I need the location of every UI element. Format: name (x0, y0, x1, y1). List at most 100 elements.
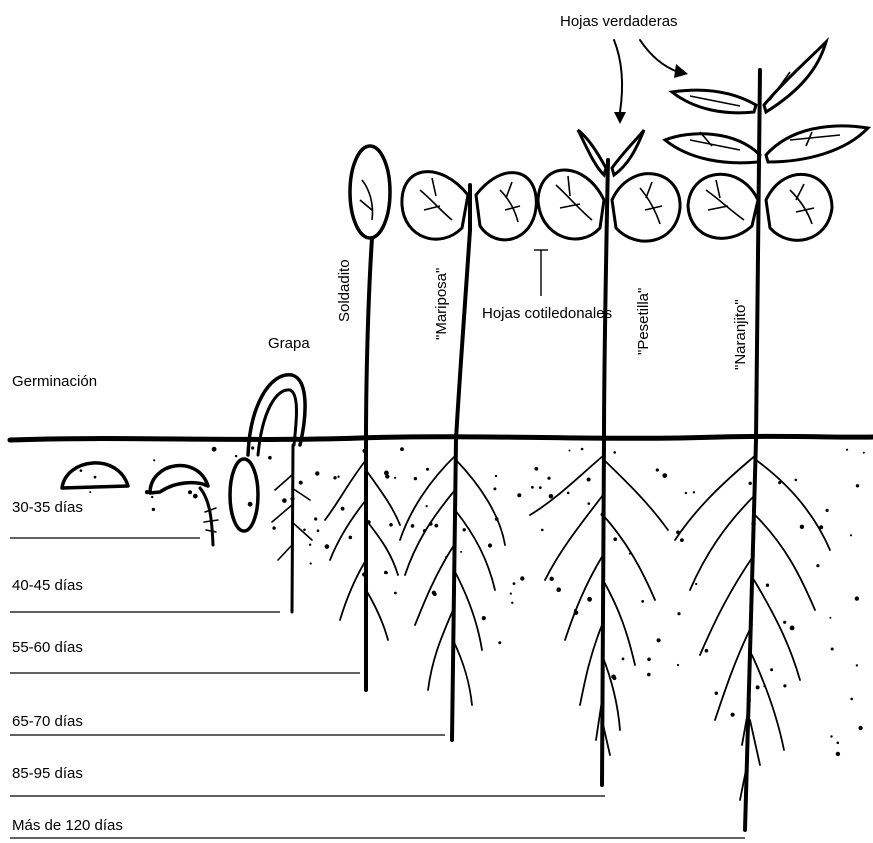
soil-dot (314, 517, 317, 520)
soil-dot (613, 451, 616, 454)
soil-dot (341, 507, 345, 511)
soil-dot (251, 446, 254, 449)
soil-dot (831, 648, 834, 651)
soil-dot (534, 467, 538, 471)
soil-dot (588, 502, 591, 505)
soil-dot (349, 536, 353, 540)
soil-dot (677, 612, 680, 615)
soil-dot (856, 664, 858, 666)
soil-dot (152, 508, 155, 511)
soil-dot (310, 562, 312, 564)
soil-dot (756, 685, 760, 689)
soil-dot (693, 491, 695, 493)
soil-dot (829, 617, 831, 619)
soil-dot (433, 592, 437, 596)
soil-dot (517, 493, 521, 497)
soil-dot (541, 529, 544, 532)
soil-dot (647, 658, 651, 662)
soil-dot (856, 484, 859, 487)
soil-dot (731, 713, 735, 717)
soil-dot (511, 602, 513, 604)
soil-dot (414, 477, 417, 480)
cotyledon-pointer (534, 250, 548, 296)
seed-stage-1 (62, 463, 128, 488)
soil-dot (463, 528, 466, 531)
soil-dot (495, 475, 497, 477)
soil-dot (248, 502, 253, 507)
soil-dot (272, 526, 275, 529)
soil-dot (550, 577, 554, 581)
soil-dot (394, 477, 396, 479)
soil-dot (303, 529, 306, 532)
label-grapa: Grapa (268, 335, 310, 352)
soil-dot (400, 447, 404, 451)
soil-dot (647, 673, 651, 677)
soil-dot (830, 735, 832, 737)
soil-dot (855, 596, 859, 600)
soil-dot (850, 534, 852, 536)
soil-dot (282, 498, 287, 503)
label-pesetilla: "Pesetilla" (635, 288, 652, 355)
soil-dot (333, 476, 336, 479)
soil-dot (587, 478, 591, 482)
ground-line (10, 436, 873, 440)
period-label: 30-35 días (12, 499, 83, 516)
pesetilla-seedling (530, 130, 680, 785)
soil-dot (783, 621, 786, 624)
soil-dot (783, 684, 786, 687)
soil-dot (587, 597, 592, 602)
soil-dot (426, 505, 428, 507)
soil-dot (581, 448, 584, 451)
soil-dot (493, 487, 496, 490)
soil-dot (695, 583, 697, 585)
label-naranjito: "Naranjito" (732, 299, 749, 370)
soil-dot (389, 523, 393, 527)
soil-dot (151, 496, 153, 498)
label-true-leaves: Hojas verdaderas (560, 13, 678, 30)
soil-dot (498, 641, 501, 644)
soil-dot (859, 726, 863, 730)
soil-dot (641, 600, 644, 603)
period-label: 85-95 días (12, 765, 83, 782)
soil-dot (800, 525, 804, 529)
soil-dot (539, 486, 542, 489)
soil-dot (715, 692, 718, 695)
soil-dot (749, 482, 752, 485)
soil-dot (567, 492, 570, 495)
soil-dot (235, 455, 237, 457)
soil-dot (299, 481, 303, 485)
soil-dot (434, 524, 438, 528)
soil-dot (394, 592, 397, 595)
period-lines (10, 538, 745, 838)
soil-dot (488, 543, 492, 547)
period-label: 55-60 días (12, 639, 83, 656)
soil-dot (850, 698, 853, 701)
soil-dot (460, 551, 462, 553)
soil-dot (153, 459, 155, 461)
mariposa-seedling (400, 172, 536, 740)
period-label: Más de 120 días (12, 817, 123, 834)
soil-dot (685, 492, 687, 494)
soil-dot (94, 476, 97, 479)
soil-dot (770, 668, 773, 671)
soil-dot (863, 452, 865, 454)
soil-dot (622, 658, 625, 661)
soldadito-seedling (325, 146, 400, 690)
seed-stage-2 (150, 466, 218, 545)
soil-dot (705, 649, 709, 653)
soil-dot (816, 564, 819, 567)
soil-dot (549, 494, 554, 499)
soil-dot (836, 752, 840, 756)
soil-dot (795, 479, 798, 482)
soil-dot (513, 582, 516, 585)
soil-dot (309, 544, 311, 546)
soil-dot (80, 469, 83, 472)
soil-dot (317, 529, 320, 532)
label-soldadito: Soldadito (336, 259, 353, 322)
soil-dot (569, 450, 571, 452)
soil-dot (556, 587, 561, 592)
soil-dot (325, 544, 330, 549)
soil-dot (766, 584, 769, 587)
soil-dot (482, 616, 486, 620)
